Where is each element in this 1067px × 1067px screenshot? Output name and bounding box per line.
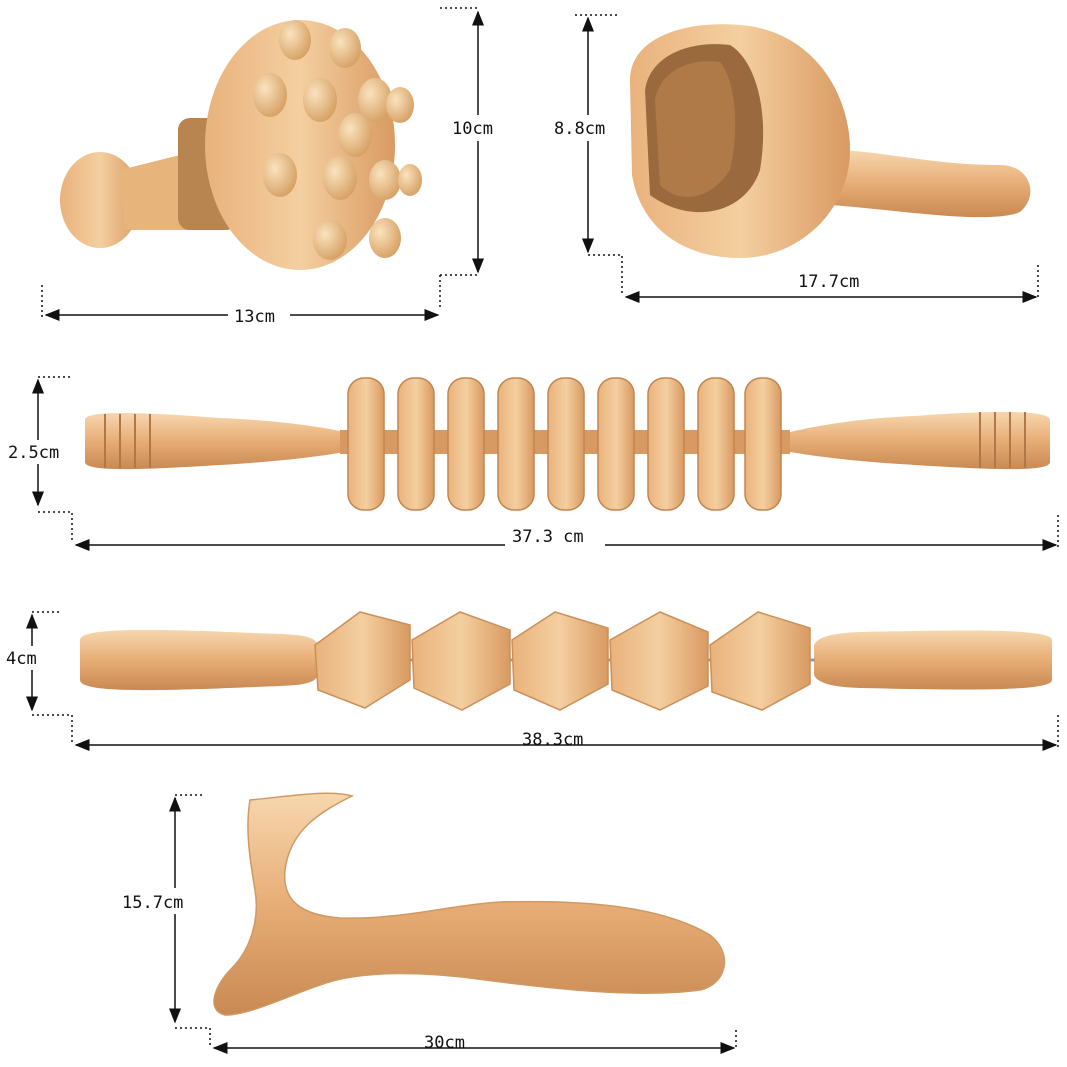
cube-roller-illustration (80, 611, 1052, 711)
cup-height-label: 8.8cm (554, 119, 605, 139)
paddle-illustration (213, 792, 726, 1016)
mushroom-width-label: 13cm (234, 307, 275, 327)
mushroom-height-label: 10cm (452, 119, 493, 139)
gear-roller-illustration (85, 377, 1050, 511)
wooden-cup-illustration (630, 24, 1031, 259)
gear-roller-width-label: 37.3 cm (512, 527, 584, 547)
cube-roller-width-label: 38.3cm (522, 730, 583, 750)
paddle-height-label: 15.7cm (122, 893, 183, 913)
cube-roller-height-label: 4cm (6, 649, 37, 669)
gear-roller-height-label: 2.5cm (8, 443, 59, 463)
cup-width-label: 17.7cm (798, 272, 859, 292)
paddle-width-label: 30cm (424, 1033, 465, 1053)
mushroom-cup-illustration (60, 20, 422, 270)
